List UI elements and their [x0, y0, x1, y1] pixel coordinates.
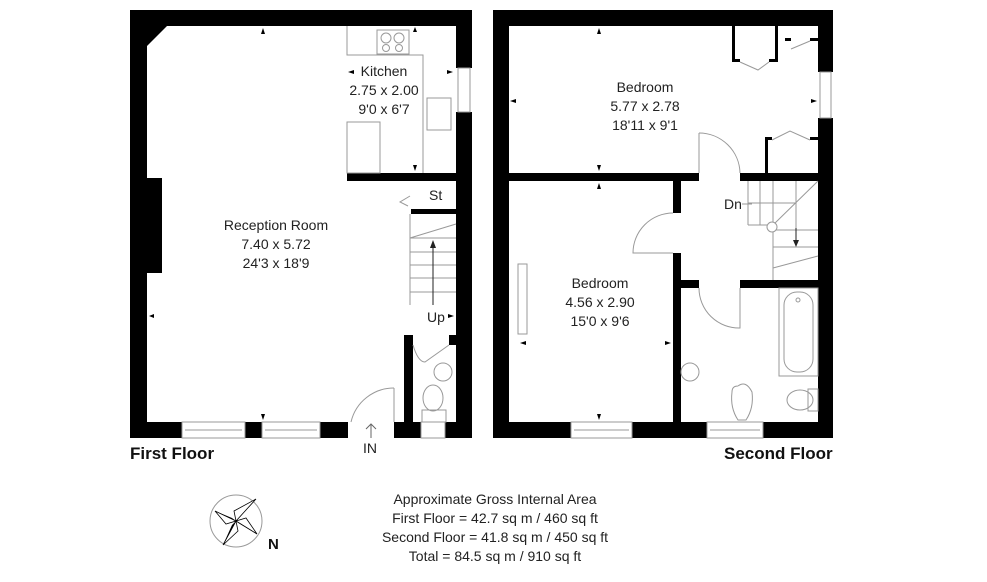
- bathroom-fixtures: [680, 287, 819, 421]
- gross-internal-area: Approximate Gross Internal Area First Fl…: [382, 490, 608, 566]
- room-name: Reception Room: [223, 217, 329, 233]
- room-metric-size: 7.40 x 5.72: [241, 236, 311, 252]
- area-heading: Approximate Gross Internal Area: [393, 491, 597, 507]
- stairs-up-label: Up: [427, 309, 445, 325]
- room-imperial-size: 9'0 x 6'7: [358, 101, 410, 117]
- second-floor-walls: [493, 10, 833, 438]
- entrance-label: IN: [363, 440, 377, 456]
- second-floor-title: Second Floor: [724, 444, 833, 463]
- room-metric-size: 4.56 x 2.90: [565, 294, 635, 310]
- store-label: St: [429, 187, 443, 203]
- second-floor-dimension-markers: [510, 28, 817, 420]
- second-floor-stairs: [742, 180, 819, 280]
- area-second-floor: Second Floor = 41.8 sq m / 450 sq ft: [381, 529, 609, 545]
- cupboard-doors: [739, 40, 811, 141]
- second-floor-windows: [517, 71, 832, 439]
- room-label-kitchen: Kitchen 2.75 x 2.00 9'0 x 6'7: [349, 62, 418, 119]
- room-label-bedroom-1: Bedroom 5.77 x 2.78 18'11 x 9'1: [610, 78, 679, 135]
- room-imperial-size: 15'0 x 9'6: [570, 313, 630, 329]
- compass-north-label: N: [268, 536, 279, 553]
- first-floor-plan: [130, 10, 472, 439]
- kitchen-units: [346, 26, 452, 174]
- room-name: Bedroom: [616, 79, 674, 95]
- area-first-floor: First Floor = 42.7 sq m / 460 sq ft: [392, 510, 598, 526]
- second-floor-doors: [632, 132, 741, 329]
- room-metric-size: 5.77 x 2.78: [610, 98, 680, 114]
- compass-rose-icon: [209, 494, 263, 548]
- first-floor-stairs: [398, 195, 457, 305]
- room-metric-size: 2.75 x 2.00: [349, 82, 419, 98]
- first-floor-wc: [412, 344, 453, 423]
- first-floor-windows: [181, 67, 471, 439]
- stairs-down-label: Dn: [724, 196, 742, 212]
- room-name: Kitchen: [360, 63, 408, 79]
- room-imperial-size: 24'3 x 18'9: [242, 255, 310, 271]
- second-floor-plan: [493, 10, 833, 439]
- first-floor-walls: [130, 10, 472, 438]
- area-total: Total = 84.5 sq m / 910 sq ft: [408, 548, 582, 564]
- room-label-bedroom-2: Bedroom 4.56 x 2.90 15'0 x 9'6: [565, 274, 634, 331]
- room-imperial-size: 18'11 x 9'1: [612, 117, 678, 133]
- first-floor-title: First Floor: [130, 444, 215, 463]
- room-name: Bedroom: [571, 275, 629, 291]
- first-floor-dimension-markers: [149, 27, 454, 420]
- room-label-reception-room: Reception Room 7.40 x 5.72 24'3 x 18'9: [224, 216, 328, 273]
- entrance-door: [350, 387, 395, 438]
